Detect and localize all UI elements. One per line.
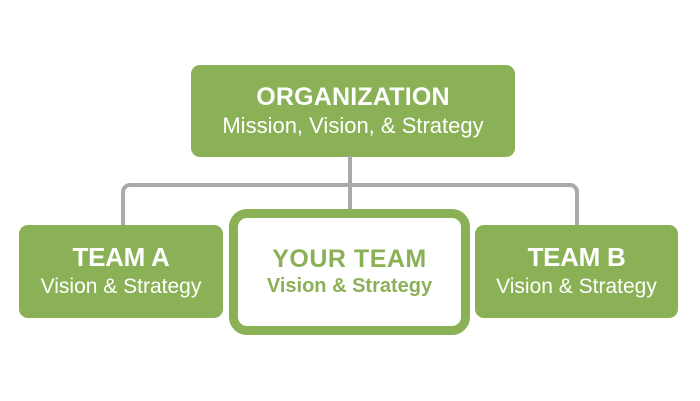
node-team-a-title: TEAM A <box>72 242 170 273</box>
node-team-b-subtitle: Vision & Strategy <box>496 274 657 298</box>
connector-branch-lines <box>121 183 579 227</box>
node-organization-subtitle: Mission, Vision, & Strategy <box>222 112 484 138</box>
node-organization-title: ORGANIZATION <box>256 82 450 111</box>
node-organization: ORGANIZATION Mission, Vision, & Strategy <box>191 65 515 157</box>
node-your-team-subtitle: Vision & Strategy <box>266 275 433 298</box>
node-team-a-subtitle: Vision & Strategy <box>40 274 202 298</box>
node-team-a: TEAM A Vision & Strategy <box>19 225 223 318</box>
node-your-team-title: YOUR TEAM <box>272 244 427 273</box>
node-your-team: YOUR TEAM Vision & Strategy <box>229 209 470 335</box>
node-team-b-title: TEAM B <box>527 242 626 273</box>
node-team-b: TEAM B Vision & Strategy <box>475 225 678 318</box>
